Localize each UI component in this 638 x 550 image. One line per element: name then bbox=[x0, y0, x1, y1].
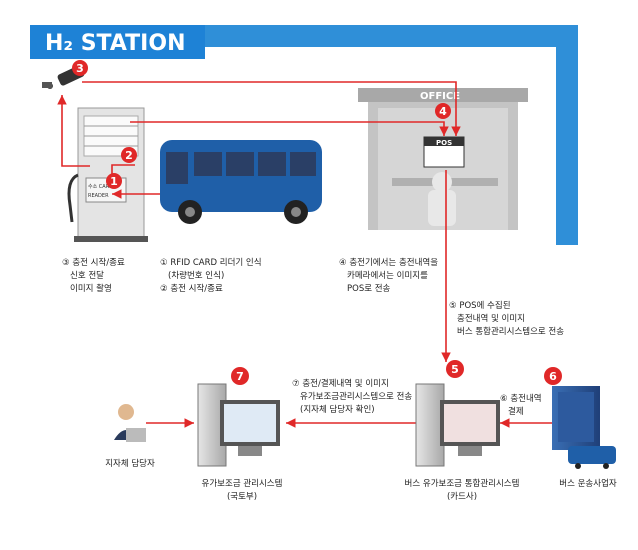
svg-text:3: 3 bbox=[76, 62, 84, 75]
subsidy-system-label: 유가보조금 관리시스템 (국토부) bbox=[201, 479, 283, 502]
bus-operator-label: 버스 운송사업자 bbox=[559, 479, 617, 489]
svg-text:4: 4 bbox=[439, 105, 447, 118]
station-title: H₂ STATION bbox=[45, 31, 185, 56]
marker-6: 6 bbox=[544, 367, 562, 385]
local-officer-icon bbox=[114, 404, 146, 442]
marker-1: 1 bbox=[106, 173, 122, 189]
pos-label: POS bbox=[436, 139, 452, 147]
step-markers: 1 2 3 4 5 6 7 bbox=[72, 60, 562, 385]
bus-icon bbox=[160, 140, 322, 224]
svg-text:1: 1 bbox=[110, 175, 118, 188]
bus-operator-icon bbox=[552, 386, 616, 469]
svg-text:6: 6 bbox=[549, 370, 557, 383]
note-4: ④ 충전기에서는 충전내역을 카메라에서는 이미지를 POS로 전송 bbox=[339, 258, 439, 294]
marker-2: 2 bbox=[121, 147, 137, 163]
note-1: ① RFID CARD 리더기 인식 (차량번호 인식) ② 충전 시작/종료 bbox=[160, 258, 262, 294]
marker-3: 3 bbox=[72, 60, 88, 76]
dispenser-icon: 수소 CARD READER bbox=[67, 107, 148, 242]
svg-text:7: 7 bbox=[236, 370, 244, 383]
bus-system-computer-icon bbox=[415, 383, 500, 467]
station-canopy: H₂ STATION bbox=[30, 25, 578, 245]
note-6: ⑥ 충전내역 결제 bbox=[500, 394, 542, 417]
marker-5: 5 bbox=[446, 360, 464, 378]
subsidy-system-computer-icon bbox=[197, 383, 280, 467]
local-officer-label: 지자체 담당자 bbox=[105, 459, 155, 469]
marker-7: 7 bbox=[231, 367, 249, 385]
note-7: ⑦ 충전/결제내역 및 이미지 유가보조금관리시스템으로 전송 (지자체 담당자… bbox=[292, 379, 413, 415]
svg-text:5: 5 bbox=[451, 363, 459, 376]
dispenser-screen-text-2: READER bbox=[88, 193, 109, 199]
note-5: ⑤ POS에 수집된 충전내역 및 이미지 버스 통합관리시스템으로 전송 bbox=[449, 301, 565, 337]
marker-4: 4 bbox=[435, 103, 451, 119]
svg-text:2: 2 bbox=[125, 149, 133, 162]
office-sign: OFFICE bbox=[420, 91, 460, 102]
flow-lines bbox=[57, 81, 554, 428]
note-3: ③ 충전 시작/종료 신호 전달 이미지 촬영 bbox=[62, 258, 125, 294]
bus-system-label: 버스 유가보조금 통합관리시스템 (카드사) bbox=[404, 479, 520, 502]
dispenser-screen-text-1: 수소 CARD bbox=[88, 184, 113, 190]
